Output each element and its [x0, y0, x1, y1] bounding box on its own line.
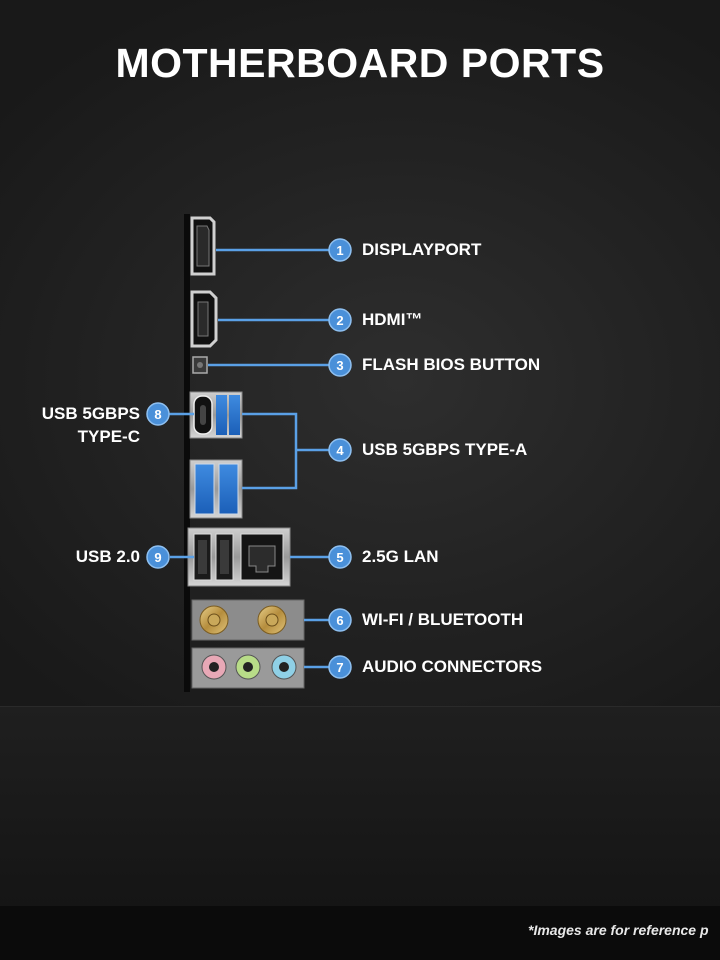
label-usb-typec-line1: USB 5GBPS — [41, 404, 140, 423]
flash-bios-button — [192, 356, 208, 374]
label-displayport: DISPLAYPORT — [362, 240, 482, 259]
badge-3: 3 — [328, 353, 352, 377]
usb-typec-typea-stack — [189, 391, 243, 439]
badge-2: 2 — [328, 308, 352, 332]
badge-5: 5 — [328, 545, 352, 569]
badge-9: 9 — [146, 545, 170, 569]
usb2-lan-block — [187, 527, 291, 587]
label-wifi-bluetooth: WI-FI / BLUETOOTH — [362, 610, 524, 629]
usb-typea-pair — [189, 459, 243, 519]
label-usb-typea: USB 5GBPS TYPE-A — [362, 440, 528, 459]
label-lan: 2.5G LAN — [362, 547, 439, 566]
displayport-connector — [190, 216, 216, 276]
svg-text:9: 9 — [154, 550, 161, 565]
footer-bar — [0, 906, 720, 960]
label-flash-bios-button: FLASH BIOS BUTTON — [362, 355, 541, 374]
svg-text:5: 5 — [336, 550, 343, 565]
disclaimer-text: *Images are for reference p — [528, 922, 709, 938]
svg-text:2: 2 — [336, 313, 343, 328]
audio-jacks — [191, 647, 305, 689]
svg-text:8: 8 — [154, 407, 161, 422]
hdmi-connector — [190, 290, 218, 348]
badge-1: 1 — [328, 238, 352, 262]
badge-8: 8 — [146, 402, 170, 426]
label-usb2: USB 2.0 — [75, 547, 140, 566]
badge-4: 4 — [328, 438, 352, 462]
svg-text:6: 6 — [336, 613, 343, 628]
svg-text:4: 4 — [336, 443, 344, 458]
svg-text:7: 7 — [336, 660, 343, 675]
page-title: MOTHERBOARD PORTS — [115, 40, 605, 86]
callout-lines — [168, 248, 330, 669]
badge-7: 7 — [328, 655, 352, 679]
label-hdmi: HDMI™ — [362, 310, 423, 329]
badge-6: 6 — [328, 608, 352, 632]
io-panel-diagram: 1 2 3 4 5 6 7 8 9 — [146, 214, 352, 692]
svg-text:1: 1 — [336, 243, 343, 258]
svg-text:3: 3 — [336, 358, 343, 373]
wifi-antenna-connectors — [191, 599, 305, 641]
io-shield-edge — [184, 214, 190, 692]
label-usb-typec-line2: TYPE-C — [77, 427, 140, 446]
floor-shadow — [0, 706, 720, 907]
label-audio-connectors: AUDIO CONNECTORS — [362, 657, 543, 676]
